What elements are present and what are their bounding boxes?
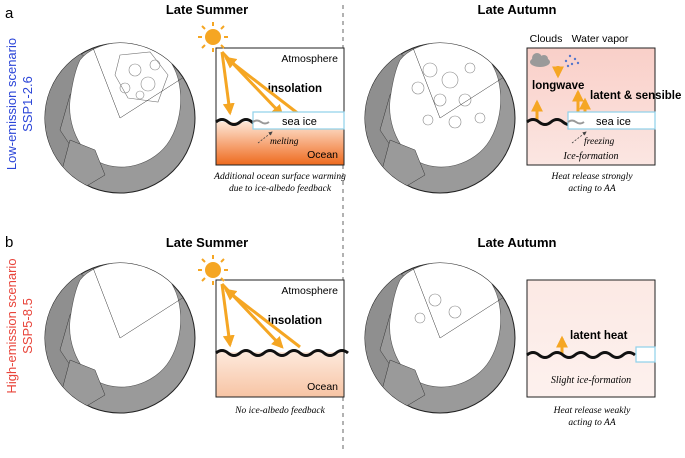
title-late-autumn-a: Late Autumn [478, 2, 557, 17]
latent-heat-label: latent heat [570, 330, 628, 342]
title-late-summer-a: Late Summer [166, 2, 248, 17]
freezing-label: freezing [584, 136, 615, 147]
arctic-map-b-summer [44, 262, 196, 414]
ocean-label-b: Ocean [307, 381, 338, 393]
diagram-a-autumn: Clouds Water vapor longwave latent & sen… [526, 33, 685, 166]
caption-a-summer-line1: Additional ocean surface warming [213, 171, 346, 182]
panel-letter-b: b [5, 234, 13, 251]
atmosphere-label-b: Atmosphere [281, 285, 338, 297]
scenario-label-a: Low-emission scenario [4, 38, 19, 170]
insolation-label-b: insolation [268, 315, 322, 327]
sea-ice-label-a-autumn: sea ice [596, 116, 631, 128]
insolation-label-a: insolation [268, 83, 322, 95]
water-vapor-icon [564, 54, 580, 68]
title-late-summer-b: Late Summer [166, 235, 248, 250]
slight-ice-formation-label: Slight ice-formation [551, 375, 631, 386]
caption-b-autumn-line2: acting to AA [568, 418, 616, 428]
sun-icon [198, 255, 228, 285]
arctic-map-a-autumn [364, 42, 516, 194]
diagram-b-autumn: latent heat Slight ice-formation [526, 279, 656, 398]
atmosphere-label-a: Atmosphere [281, 53, 338, 65]
sea-ice-label-a-summer: sea ice [282, 116, 317, 128]
title-late-autumn-b: Late Autumn [478, 235, 557, 250]
scenario-label-b: High-emission scenario [4, 258, 19, 393]
scenario-code-a: SSP1-2.6 [20, 76, 35, 132]
longwave-label: longwave [532, 80, 584, 92]
clouds-label: Clouds [530, 33, 563, 45]
panel-letter-a: a [5, 5, 14, 22]
latent-sensible-label: latent & sensible heat [590, 90, 685, 102]
caption-b-autumn-line1: Heat release weakly [553, 406, 631, 416]
arctic-map-b-autumn [364, 262, 516, 414]
diagram-b-summer: Atmosphere insolation Ocean [215, 279, 349, 398]
scenario-code-b: SSP5-8.5 [20, 298, 35, 354]
caption-b-summer: No ice-albedo feedback [234, 405, 325, 416]
sun-icon [198, 22, 228, 52]
water-vapor-label: Water vapor [572, 33, 629, 45]
arctic-map-a-summer [44, 42, 196, 194]
caption-a-summer-line2: due to ice-albedo feedback [229, 183, 332, 194]
ocean-label-a: Ocean [307, 149, 338, 161]
melting-label-a: melting [270, 137, 299, 147]
diagram-a-summer: Atmosphere insolation sea ice melting Oc… [215, 47, 345, 166]
cloud-icon [530, 53, 550, 67]
ice-formation-label: Ice-formation [563, 151, 619, 162]
caption-a-autumn-line1: Heat release strongly [550, 172, 633, 182]
caption-a-autumn-line2: acting to AA [568, 184, 616, 194]
